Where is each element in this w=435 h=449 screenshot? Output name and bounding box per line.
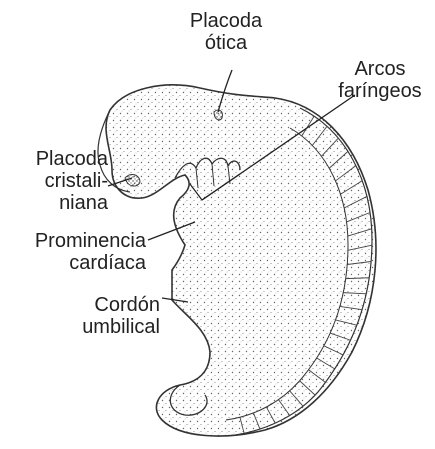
embryo-body	[106, 85, 376, 436]
otic-placode-label-line2: ótica	[176, 32, 276, 54]
cardiac-prominence-label-line2: cardíaca	[6, 252, 146, 274]
lens-placode-label-line3: niana	[4, 192, 108, 214]
pharyngeal-arches-label: Arcos faríngeos	[330, 58, 430, 102]
lens-placode-label-line1: Placoda	[4, 148, 108, 170]
lens-placode-label-line2: cristali-	[4, 170, 108, 192]
pharyngeal-arches-label-line2: faríngeos	[330, 80, 430, 102]
umbilical-cord-label: Cordón umbilical	[40, 294, 160, 338]
umbilical-cord-label-line1: Cordón	[40, 294, 160, 316]
lens-placode-label: Placoda cristali- niana	[4, 148, 108, 214]
cardiac-prominence-label-line1: Prominencia	[6, 230, 146, 252]
umbilical-cord-label-line2: umbilical	[40, 316, 160, 338]
cardiac-prominence-label: Prominencia cardíaca	[6, 230, 146, 274]
pharyngeal-arches-label-line1: Arcos	[330, 58, 430, 80]
otic-placode-label-line1: Placoda	[176, 10, 276, 32]
otic-placode-label: Placoda ótica	[176, 10, 276, 54]
